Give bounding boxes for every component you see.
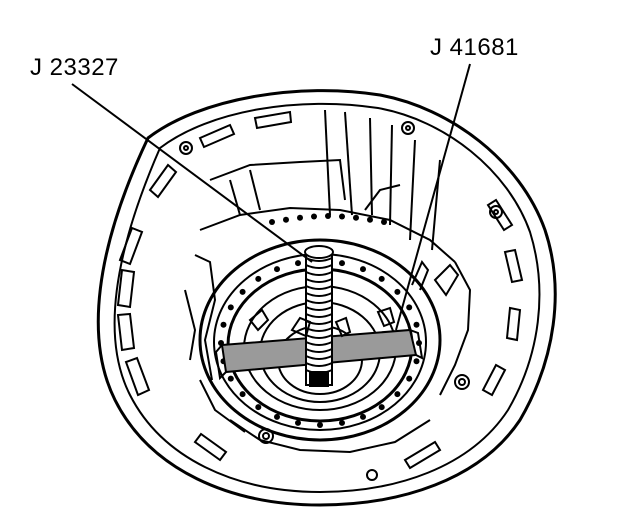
upper-dot-row [269,213,387,225]
flange-slots [116,110,524,470]
case-ribs [184,109,472,454]
retainer-dot [394,391,401,398]
compressor-screw [304,245,334,387]
screw-thread [305,299,333,304]
retainer-dot [378,404,385,411]
leader-lines [71,63,471,331]
leader-line-j41681 [395,63,471,331]
leader-line-j23327 [71,83,313,263]
retainer-dot [220,321,227,328]
screw-thread [305,355,333,360]
upper-dot [339,213,345,220]
retainer-dot [394,288,401,295]
upper-dot [353,214,359,221]
callout-label-j41681: J 41681 [430,34,519,61]
screw-thread [305,292,333,297]
upper-dot [297,214,303,221]
screw-thread [305,348,333,353]
retainer-dot [317,422,323,428]
retainer-dot [339,419,345,426]
tool-hooks [248,260,460,338]
retainer-dot [227,304,234,311]
retainer-dot [295,260,301,267]
retainer-dot [239,391,246,398]
screw-thread [305,278,333,283]
upper-dot [311,213,317,220]
bolt-holes [179,121,503,481]
upper-dot [325,213,331,219]
upper-dot [367,216,373,223]
retainer-dot [413,321,420,328]
screw-thread [305,313,333,318]
screw-thread [305,306,333,311]
retainer-dot [239,288,246,295]
retainer-dot [339,260,345,267]
upper-dot [269,219,275,225]
retainer-dot [360,266,366,273]
screw-thread [305,285,333,290]
retainer-dot [255,275,262,282]
screw-thread [305,341,333,346]
callout-label-j23327: J 23327 [30,54,119,81]
retainer-dot [274,266,280,273]
retainer-dot [227,375,234,382]
upper-dot [283,216,289,223]
retainer-dot [295,419,301,426]
retainer-dot [406,375,413,382]
screw-thread [305,271,333,276]
screw-thread [305,264,333,269]
retainer-dot [255,404,262,411]
screw-thread [305,334,333,339]
retainer-dot [274,413,280,420]
retainer-dot [378,275,385,282]
upper-dot [381,219,387,225]
retainer-dot [360,413,366,420]
screw-thread [305,362,333,367]
retainer-dot [406,304,413,311]
outer-housing [96,89,557,507]
retainer-dot [413,358,420,365]
